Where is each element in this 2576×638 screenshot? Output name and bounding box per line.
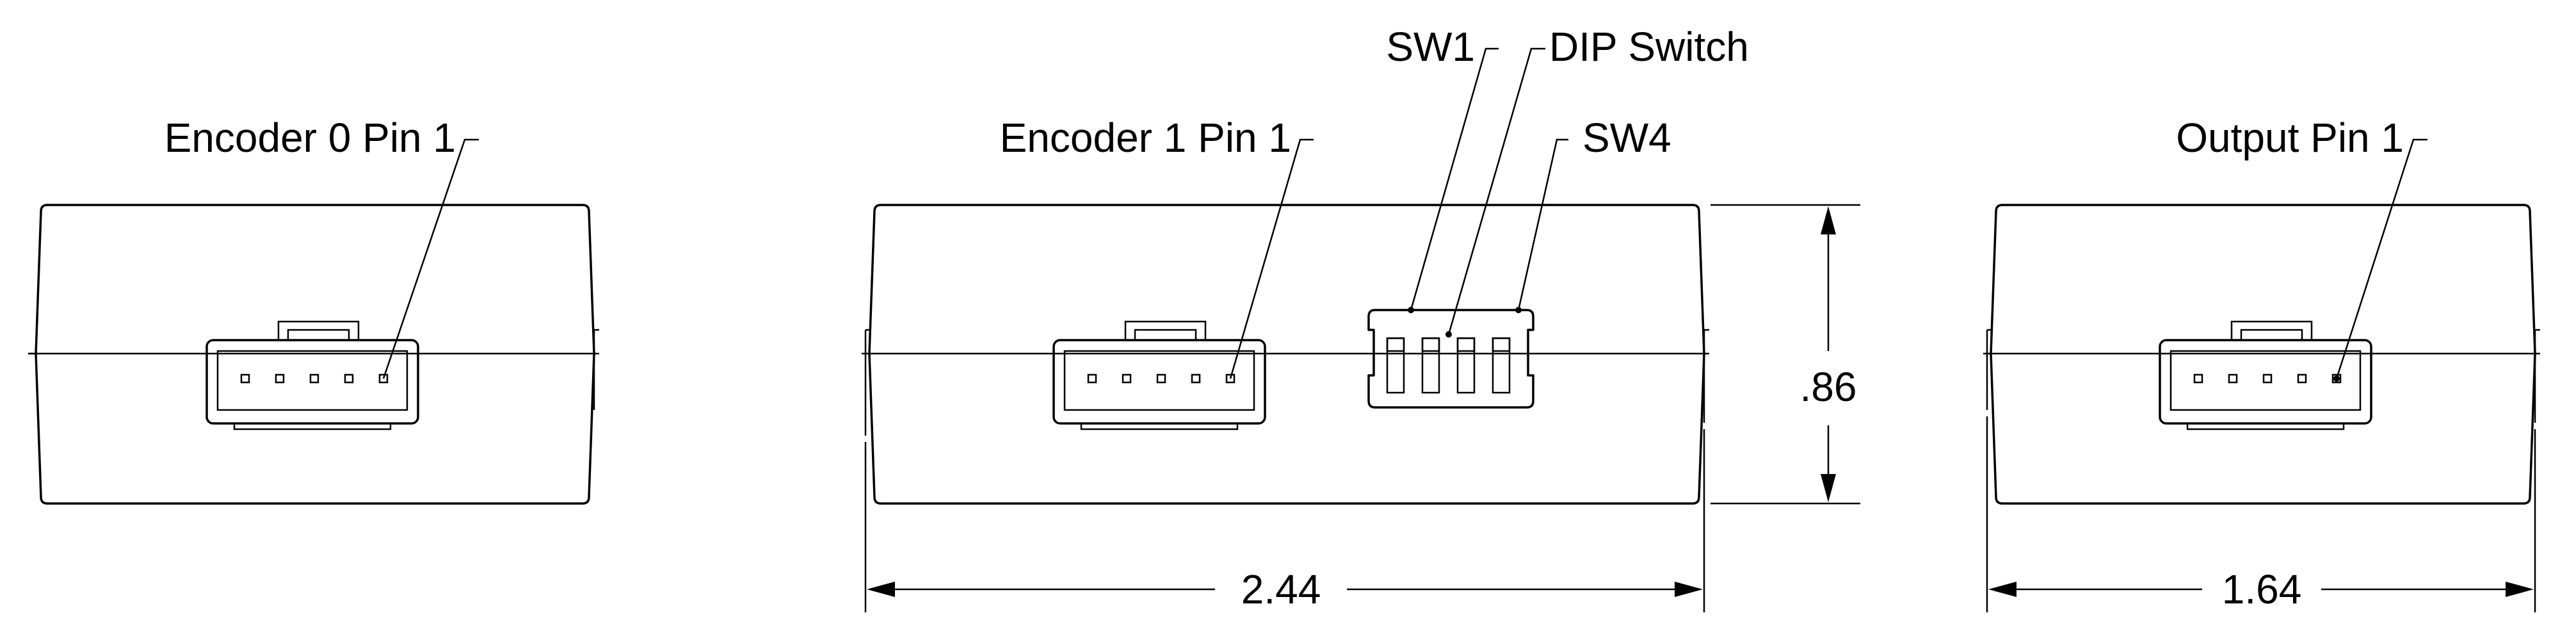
label-sw1: SW1 bbox=[1386, 24, 1475, 70]
label-encoder-1-pin-1: Encoder 1 Pin 1 bbox=[1000, 115, 1291, 161]
dimension-label-height: .86 bbox=[1800, 364, 1857, 410]
module-encoder-0: Encoder 0 Pin 1 bbox=[28, 115, 599, 505]
label-encoder-0-pin-1: Encoder 0 Pin 1 bbox=[165, 115, 456, 161]
dimension-label-length: 1.64 bbox=[2222, 566, 2302, 612]
dip-switch bbox=[1367, 309, 1534, 409]
module-encoder-1: Encoder 1 Pin 1 SW1 DIP Switch SW4 bbox=[862, 24, 1860, 612]
leader-encoder-0-pin-1 bbox=[382, 138, 479, 379]
module-output: Output Pin 1 1.64 bbox=[1983, 115, 2540, 612]
dip-switch-slot-4 bbox=[1492, 337, 1511, 394]
label-sw4: SW4 bbox=[1582, 115, 1671, 161]
dip-switch-slot-3 bbox=[1456, 337, 1476, 394]
module-body-outline bbox=[1990, 204, 2536, 505]
dimension-length-244: 2.44 bbox=[864, 429, 1705, 612]
connector-encoder-0 bbox=[205, 320, 419, 430]
leader-encoder-1-pin-1 bbox=[1229, 138, 1314, 379]
dimension-length-164: 1.64 bbox=[1986, 416, 2536, 612]
leader-sw1 bbox=[1410, 47, 1499, 311]
connector-encoder-1 bbox=[1052, 320, 1266, 430]
label-output-pin-1: Output Pin 1 bbox=[2176, 115, 2404, 161]
dip-switch-body bbox=[1367, 309, 1534, 409]
leader-sw4 bbox=[1517, 138, 1568, 311]
dimension-label-length: 2.44 bbox=[1241, 566, 1321, 612]
module-body-outline bbox=[35, 204, 595, 505]
module-body-outline bbox=[868, 204, 1705, 505]
leader-output-pin-1 bbox=[2335, 138, 2427, 379]
dip-switch-slot-1 bbox=[1386, 337, 1405, 394]
leader-dip-switch bbox=[1447, 47, 1545, 335]
dimension-height-086: .86 bbox=[1711, 204, 1860, 505]
label-dip-switch: DIP Switch bbox=[1549, 24, 1749, 70]
connector-output bbox=[2159, 320, 2372, 430]
dip-switch-slot-2 bbox=[1421, 337, 1440, 394]
